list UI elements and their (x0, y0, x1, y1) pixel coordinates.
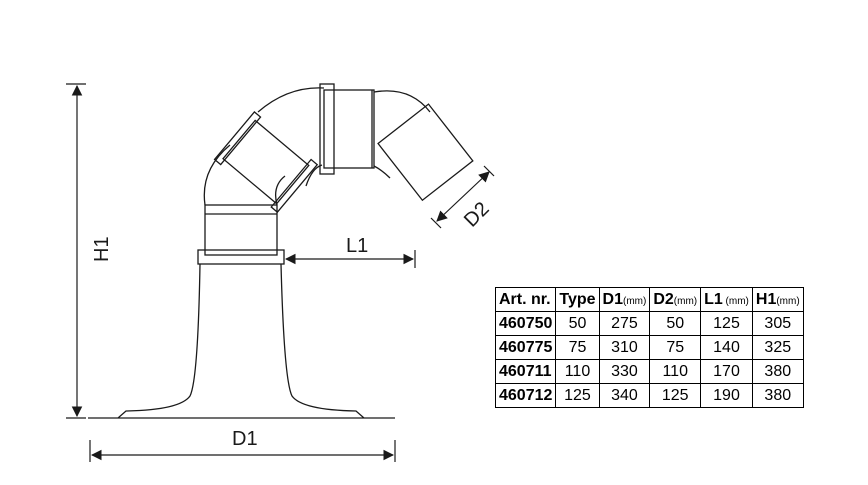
header-h1: H1(mm) (751, 287, 804, 312)
cell-l1: 140 (700, 335, 753, 360)
cell-type: 110 (555, 359, 600, 384)
dimension-lines (66, 83, 495, 462)
third-elbow (373, 90, 431, 179)
cell-art-nr: 460712 (494, 383, 557, 408)
cell-type: 75 (555, 335, 600, 360)
header-l1: L1 (mm) (700, 287, 753, 312)
table-row: 460750 50 275 50 125 305 (494, 311, 804, 336)
cell-l1: 190 (700, 383, 753, 408)
cell-type: 125 (555, 383, 600, 408)
d2-dimension-line (436, 171, 490, 222)
cell-d1: 275 (598, 311, 651, 336)
spec-table: Art. nr. Type D1(mm) D2(mm) L1 (mm) H1(m… (494, 287, 804, 408)
l1-label: L1 (346, 235, 368, 257)
cell-art-nr: 460775 (494, 335, 557, 360)
table-row: 460775 75 310 75 140 325 (494, 335, 804, 360)
cell-h1: 305 (751, 311, 804, 336)
lower-socket (204, 204, 278, 256)
header-art-nr: Art. nr. (494, 287, 557, 312)
cell-d1: 330 (598, 359, 651, 384)
cell-art-nr: 460750 (494, 311, 557, 336)
table-row: 460712 125 340 125 190 380 (494, 383, 804, 408)
d1-label: D1 (232, 428, 258, 450)
cell-d2: 110 (649, 359, 702, 384)
cell-d2: 50 (649, 311, 702, 336)
cell-d1: 310 (598, 335, 651, 360)
cell-type: 50 (555, 311, 600, 336)
table-row: 460711 110 330 110 170 380 (494, 359, 804, 384)
header-d1: D1(mm) (598, 287, 651, 312)
cell-h1: 380 (751, 383, 804, 408)
header-type: Type (555, 287, 600, 312)
cell-d2: 75 (649, 335, 702, 360)
first-elbow (203, 144, 286, 206)
cell-art-nr: 460711 (494, 359, 557, 384)
h1-label: H1 (91, 236, 113, 262)
lower-socket-ring (197, 249, 285, 265)
table-header-row: Art. nr. Type D1(mm) D2(mm) L1 (mm) H1(m… (494, 287, 804, 312)
cell-d1: 340 (598, 383, 651, 408)
cell-l1: 125 (700, 311, 753, 336)
cell-d2: 125 (649, 383, 702, 408)
upper-socket-ring (319, 83, 335, 175)
flange-base (88, 263, 395, 419)
outlet-pipe (377, 103, 474, 202)
cell-h1: 325 (751, 335, 804, 360)
cell-h1: 380 (751, 359, 804, 384)
middle-socket-1 (213, 111, 319, 214)
upper-socket (323, 89, 375, 169)
second-elbow (257, 87, 325, 187)
d2-label: D2 (460, 198, 494, 232)
cell-l1: 170 (700, 359, 753, 384)
header-d2: D2(mm) (649, 287, 702, 312)
